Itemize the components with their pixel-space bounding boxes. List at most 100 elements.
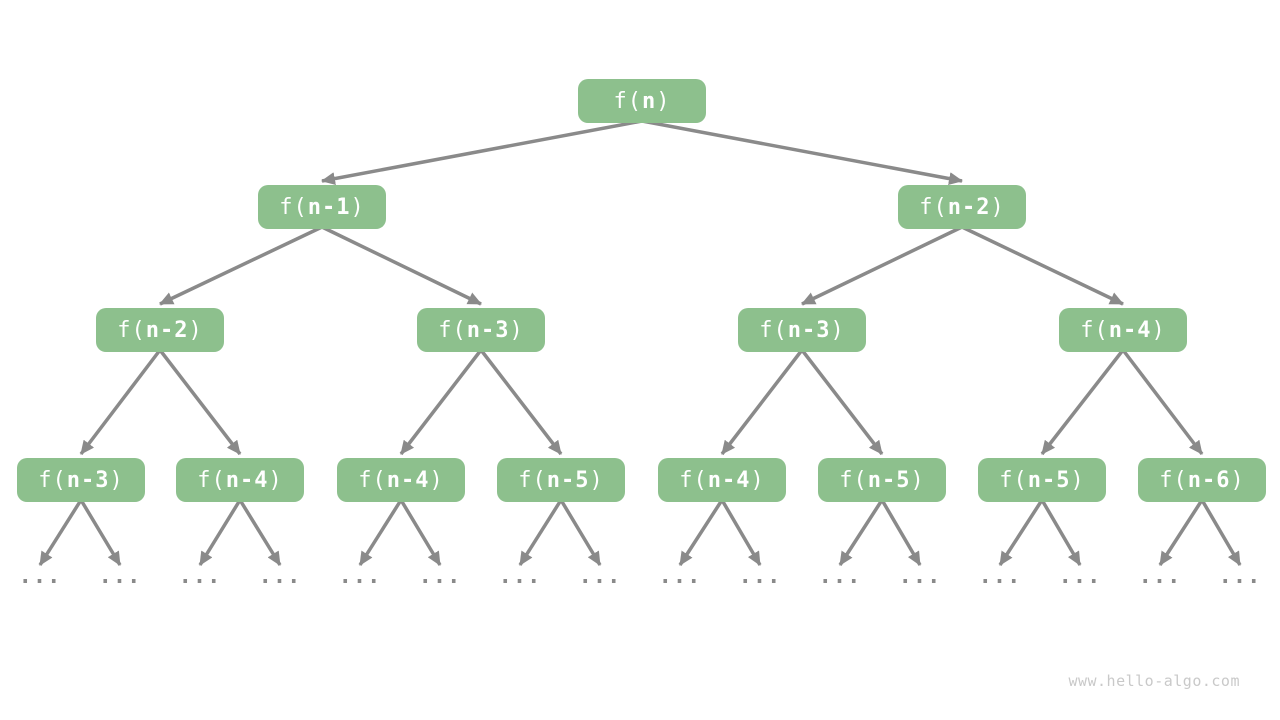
edge-arrow — [38, 499, 83, 566]
edge-arrow — [801, 225, 963, 306]
node-label-arg: n-3 — [66, 467, 110, 493]
node-label-arg: n — [642, 88, 657, 114]
edge-arrow — [641, 119, 963, 185]
node-label-post: ) — [1070, 467, 1085, 493]
node-label-pre: f( — [1080, 317, 1109, 343]
node-label-pre: f( — [759, 317, 788, 343]
node-label-post: ) — [656, 88, 671, 114]
ellipsis-leaf: ... — [978, 564, 1022, 589]
edge-arrow — [559, 499, 602, 566]
tree-node-l2-0: f(n-2) — [96, 308, 224, 352]
edge-arrow — [238, 499, 282, 566]
tree-node-l1-0: f(n-1) — [258, 185, 386, 229]
edge-arrow — [79, 348, 162, 456]
node-label-post: ) — [268, 467, 283, 493]
node-label-post: ) — [350, 194, 365, 220]
node-label-post: ) — [1151, 317, 1166, 343]
edge-arrow — [800, 348, 884, 456]
ellipsis-leaf: ... — [178, 564, 222, 589]
edge-arrow — [518, 499, 563, 566]
edge-arrow — [998, 499, 1044, 566]
node-label-post: ) — [188, 317, 203, 343]
edge-arrow — [479, 348, 563, 456]
ellipsis-leaf: ... — [738, 564, 782, 589]
node-label-post: ) — [429, 467, 444, 493]
ellipsis-leaf: ... — [1058, 564, 1102, 589]
ellipsis-leaf: ... — [658, 564, 702, 589]
node-label-pre: f( — [197, 467, 226, 493]
edge-arrow — [1121, 348, 1204, 456]
tree-node-root: f(n) — [578, 79, 706, 123]
node-label-post: ) — [1230, 467, 1245, 493]
node-label-arg: n-5 — [1027, 467, 1071, 493]
node-label-arg: n-3 — [787, 317, 831, 343]
node-label-pre: f( — [438, 317, 467, 343]
node-label-arg: n-2 — [947, 194, 991, 220]
node-label-arg: n-5 — [867, 467, 911, 493]
node-label-arg: n-4 — [225, 467, 269, 493]
tree-node-l2-2: f(n-3) — [738, 308, 866, 352]
node-label-arg: n-1 — [307, 194, 351, 220]
node-label-post: ) — [109, 467, 124, 493]
node-label-arg: n-3 — [466, 317, 510, 343]
tree-node-l3-7: f(n-6) — [1138, 458, 1266, 502]
ellipsis-leaf: ... — [338, 564, 382, 589]
ellipsis-leaf: ... — [898, 564, 942, 589]
tree-node-l1-1: f(n-2) — [898, 185, 1026, 229]
tree-node-l2-1: f(n-3) — [417, 308, 545, 352]
edge-arrow — [79, 499, 122, 566]
edge-arrow — [880, 499, 922, 566]
edge-arrow — [358, 499, 403, 566]
edge-arrow — [678, 499, 724, 566]
ellipsis-leaf: ... — [818, 564, 862, 589]
tree-node-l3-4: f(n-4) — [658, 458, 786, 502]
node-label-pre: f( — [679, 467, 708, 493]
node-label-post: ) — [750, 467, 765, 493]
node-label-post: ) — [830, 317, 845, 343]
node-label-arg: n-2 — [145, 317, 189, 343]
node-label-arg: n-4 — [1108, 317, 1152, 343]
ellipsis-leaf: ... — [98, 564, 142, 589]
edge-arrow — [720, 348, 804, 456]
node-label-pre: f( — [279, 194, 308, 220]
edge-arrow — [321, 119, 643, 185]
edge-arrow — [159, 225, 323, 306]
edge-arrow — [399, 348, 483, 456]
edge-arrow — [1200, 499, 1242, 566]
tree-node-l3-5: f(n-5) — [818, 458, 946, 502]
edge-arrow — [158, 348, 242, 456]
tree-node-l2-3: f(n-4) — [1059, 308, 1187, 352]
node-label-pre: f( — [1159, 467, 1188, 493]
node-label-pre: f( — [38, 467, 67, 493]
tree-node-l3-2: f(n-4) — [337, 458, 465, 502]
tree-node-l3-6: f(n-5) — [978, 458, 1106, 502]
node-label-post: ) — [910, 467, 925, 493]
node-label-pre: f( — [358, 467, 387, 493]
ellipsis-leaf: ... — [418, 564, 462, 589]
ellipsis-leaf: ... — [258, 564, 302, 589]
ellipsis-leaf: ... — [1138, 564, 1182, 589]
node-label-pre: f( — [117, 317, 146, 343]
ellipsis-leaf: ... — [18, 564, 62, 589]
edge-arrow — [1040, 348, 1125, 456]
node-label-arg: n-4 — [707, 467, 751, 493]
ellipsis-leaf: ... — [1218, 564, 1262, 589]
edge-arrow — [321, 225, 482, 306]
node-label-pre: f( — [518, 467, 547, 493]
tree-node-l3-0: f(n-3) — [17, 458, 145, 502]
edge-arrow — [198, 499, 242, 566]
edge-arrow — [838, 499, 884, 566]
node-label-pre: f( — [613, 88, 642, 114]
node-label-arg: n-5 — [546, 467, 590, 493]
edge-arrow — [720, 499, 762, 566]
node-label-post: ) — [589, 467, 604, 493]
ellipsis-leaf: ... — [578, 564, 622, 589]
ellipsis-leaf: ... — [498, 564, 542, 589]
tree-node-l3-1: f(n-4) — [176, 458, 304, 502]
edge-arrow — [961, 225, 1124, 306]
tree-node-l3-3: f(n-5) — [497, 458, 625, 502]
node-label-pre: f( — [839, 467, 868, 493]
edge-arrow — [1158, 499, 1204, 566]
node-label-pre: f( — [999, 467, 1028, 493]
